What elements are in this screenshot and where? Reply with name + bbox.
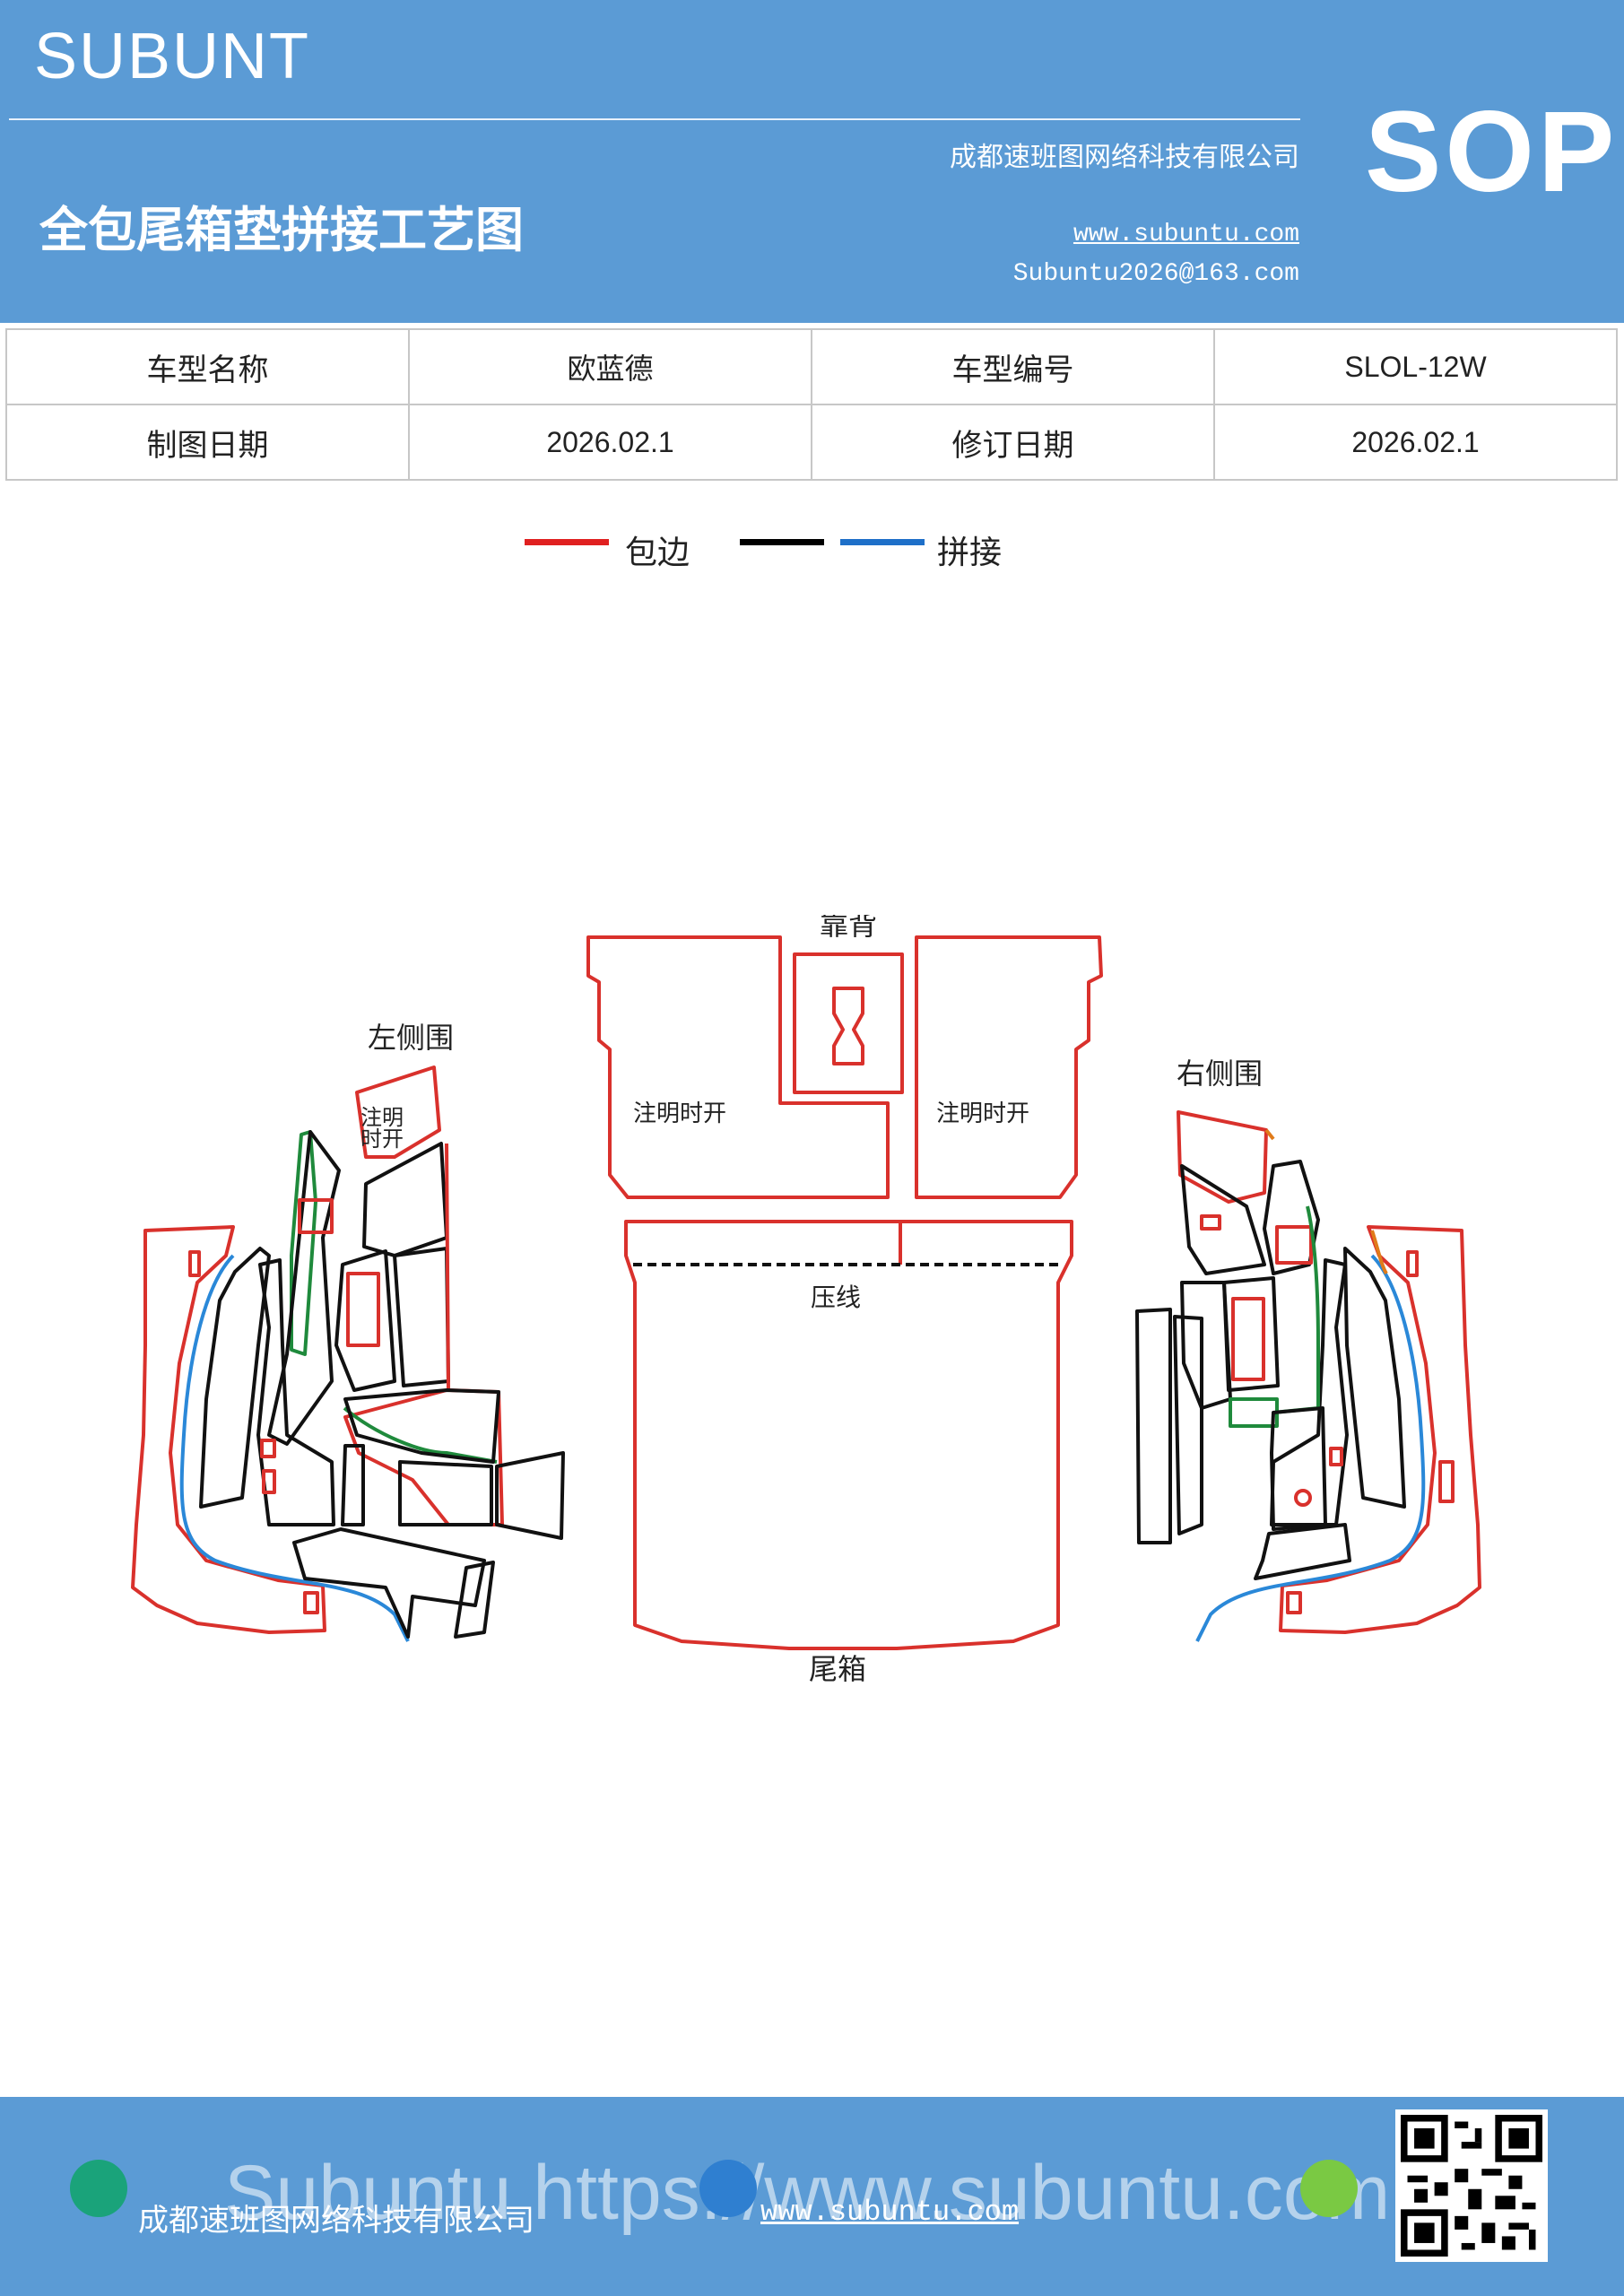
brand-logo-text: SUBUNT (34, 21, 311, 92)
legend-label: 拼接 (937, 535, 1003, 571)
mat-pattern-diagram: 靠背 左侧围 右侧围 尾箱 压线 注明时开 注明时开 注明 时开 (131, 915, 1481, 1686)
table-cell: 欧蓝德 (408, 328, 812, 405)
globe-icon (699, 2160, 757, 2217)
left-piece-k (398, 1460, 493, 1526)
left-piece-f (334, 1249, 396, 1392)
label-right-side: 右侧围 (1177, 1057, 1263, 1091)
left-piece-b (256, 1258, 335, 1526)
right-green-edge (1272, 1205, 1320, 1414)
building-icon (70, 2160, 127, 2217)
left-piece-e (362, 1142, 448, 1257)
left-green-piece (290, 1130, 317, 1356)
legend-swatch-black (740, 539, 824, 545)
website-link[interactable]: www.subuntu.com (1073, 221, 1299, 248)
right-hole-1 (1406, 1250, 1419, 1277)
right-upper-piece (1177, 1110, 1268, 1204)
left-hole-1 (188, 1250, 201, 1277)
label-crease: 压线 (811, 1283, 861, 1312)
right-hole-e (1231, 1297, 1265, 1381)
right-hole-d (1275, 1225, 1313, 1265)
right-hole-c (1200, 1214, 1221, 1231)
right-hole-3 (1294, 1489, 1312, 1507)
backrest-center-panel (793, 952, 904, 1094)
footer-company: 成都速班图网络科技有限公司 (138, 2203, 534, 2239)
table-cell: 2026.02.1 (1213, 404, 1618, 481)
left-piece-l (495, 1451, 565, 1540)
table-row: 制图日期 2026.02.1 修订日期 2026.02.1 (5, 404, 1618, 481)
right-green-rect (1229, 1397, 1279, 1428)
left-piece-n (454, 1561, 495, 1639)
left-piece-c (267, 1130, 341, 1446)
left-hole-f (346, 1272, 380, 1347)
legend-swatch-blue (840, 539, 925, 545)
legend-swatch-red (525, 539, 609, 545)
header-banner: SUBUNT 全包尾箱垫拼接工艺图 成都速班图网络科技有限公司 www.subu… (0, 0, 1624, 323)
handle-cutout (832, 987, 864, 1065)
table-cell: 制图日期 (5, 404, 410, 481)
label-trunk: 尾箱 (809, 1652, 866, 1686)
table-cell: 车型名称 (5, 328, 410, 405)
page-title: 全包尾箱垫拼接工艺图 (39, 201, 524, 258)
left-piece-a (199, 1247, 271, 1509)
right-piece-i (1270, 1406, 1327, 1531)
right-orange-edge-top (1264, 1128, 1275, 1141)
wechat-icon (1300, 2160, 1358, 2217)
left-green-edge (343, 1406, 498, 1464)
left-piece-m (292, 1527, 486, 1639)
left-hole-3 (262, 1469, 276, 1494)
qr-code-icon (1401, 2115, 1542, 2257)
backrest-right-panel (915, 935, 1103, 1199)
right-piece-h (1173, 1315, 1203, 1535)
label-left-side: 左侧围 (368, 1021, 454, 1055)
table-cell: SLOL-12W (1213, 328, 1618, 405)
company-name: 成都速班图网络科技有限公司 (950, 142, 1299, 173)
label-note-small-1: 注明 (360, 1105, 404, 1130)
left-upper-piece (355, 1065, 441, 1159)
left-piece-d-hole (298, 1198, 334, 1234)
right-piece-f (1180, 1281, 1232, 1410)
email-address[interactable]: Subuntu2026@163.com (1012, 260, 1299, 288)
right-piece-b (1270, 1258, 1349, 1526)
table-cell: 车型编号 (811, 328, 1215, 405)
right-piece-j (1254, 1523, 1351, 1580)
table-row: 车型名称 欧蓝德 车型编号 SLOL-12W (5, 328, 1618, 405)
label-note-small-2: 时开 (360, 1126, 404, 1152)
label-note-right: 注明时开 (936, 1100, 1029, 1127)
right-splice-edge (1195, 1254, 1426, 1642)
label-note-left: 注明时开 (633, 1100, 726, 1127)
right-piece-g (1135, 1308, 1172, 1544)
info-table: 车型名称 欧蓝德 车型编号 SLOL-12W 制图日期 2026.02.1 修订… (5, 328, 1618, 481)
right-hole-2 (1329, 1447, 1343, 1466)
right-piece-a (1343, 1247, 1406, 1509)
right-piece-c (1180, 1164, 1266, 1275)
table-cell: 2026.02.1 (408, 404, 812, 481)
sop-badge: SOP (1365, 88, 1619, 216)
right-hole-5 (1286, 1591, 1302, 1614)
right-orange-edge (1370, 1230, 1388, 1275)
legend: 包边 拼接 (525, 525, 1107, 571)
left-piece-i (343, 1388, 500, 1464)
qr-code (1395, 2109, 1548, 2262)
footer-watermark: Subuntu https://www.subuntu.com (224, 2150, 1391, 2236)
left-splice-edge (179, 1254, 410, 1642)
left-hole-2 (260, 1439, 276, 1458)
backrest-left-panel (586, 935, 890, 1199)
label-backrest: 靠背 (820, 915, 877, 942)
footer-banner: Subuntu https://www.subuntu.com 成都速班图网络科… (0, 2097, 1624, 2296)
trunk-floor-panel (624, 1220, 1073, 1650)
header-divider (9, 118, 1300, 120)
table-cell: 修订日期 (811, 404, 1215, 481)
left-piece-j (341, 1444, 365, 1526)
right-hole-4 (1438, 1460, 1455, 1503)
left-piece-g (393, 1247, 450, 1387)
right-outer-panel (1279, 1225, 1481, 1634)
footer-website-link[interactable]: www.subuntu.com (760, 2196, 1020, 2229)
left-hole-4 (303, 1591, 319, 1614)
legend-label: 包边 (625, 535, 690, 571)
